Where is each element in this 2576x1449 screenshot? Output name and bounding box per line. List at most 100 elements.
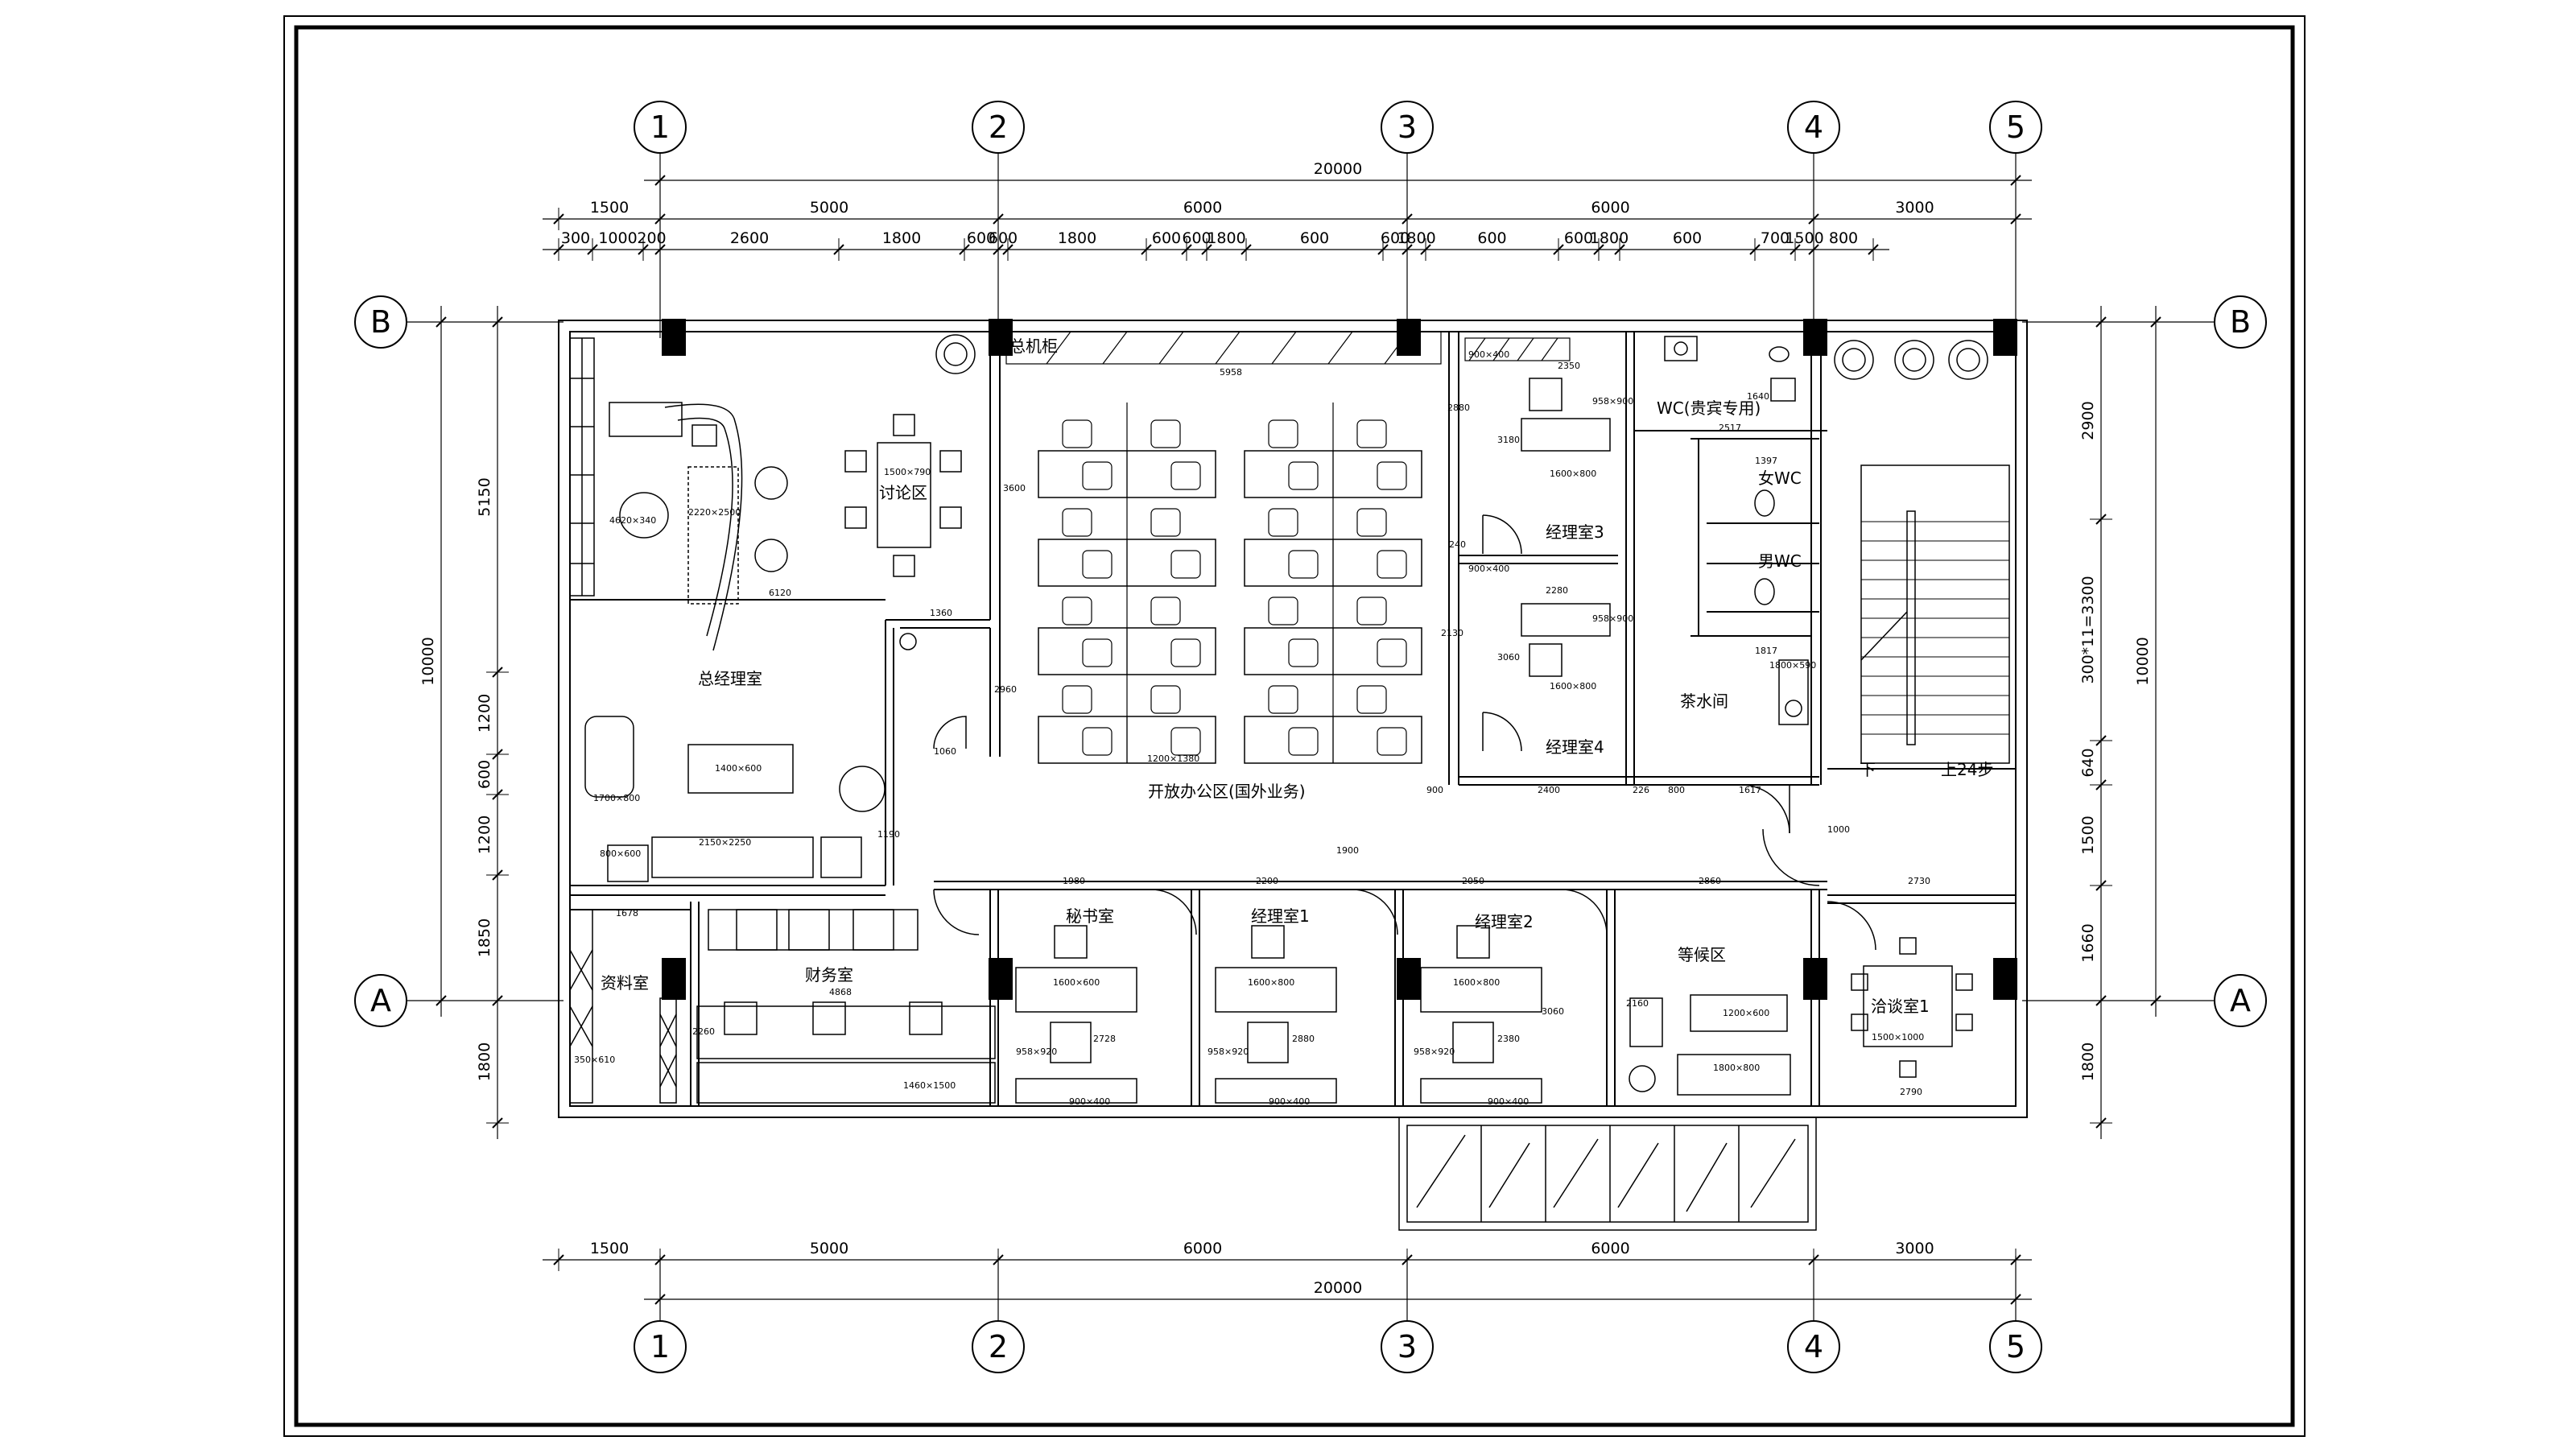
dim-left-parts-label: 1850 — [476, 919, 493, 957]
note-m3-desk: 1600×800 — [1550, 469, 1596, 479]
label-negotiation: 洽谈室1 — [1871, 997, 1930, 1016]
label-open-office: 开放办公区(国外业务) — [1148, 782, 1306, 801]
dimension-tick — [492, 749, 503, 760]
note-waiting-sofa: 1800×800 — [1713, 1063, 1760, 1073]
dim-right-parts-label: 640 — [2079, 748, 2097, 777]
dimension-tick — [1141, 244, 1152, 255]
dim-left-parts-label: 1200 — [476, 694, 493, 733]
dim-top-detail-label: 600 — [1477, 229, 1506, 247]
label-manager-1: 经理室1 — [1251, 906, 1310, 926]
office-chair — [1150, 597, 1181, 625]
dimension-tick — [1808, 1254, 1819, 1265]
dimension-tick — [2150, 316, 2161, 328]
label-secretary: 秘书室 — [1066, 906, 1114, 926]
office-chair — [1268, 685, 1298, 714]
note-dim-2200: 2200 — [1256, 876, 1278, 886]
workstation-clusters — [1038, 402, 1422, 764]
dimension-tick — [1553, 244, 1564, 255]
office-chair — [1356, 508, 1387, 537]
office-chair — [1268, 508, 1298, 537]
label-manager-2: 经理室2 — [1475, 912, 1534, 931]
note-m4-shelf: 900×400 — [1468, 564, 1509, 574]
office-chair — [1150, 685, 1181, 714]
dimension-tick — [436, 995, 447, 1006]
dimension-tick — [2095, 316, 2107, 328]
note-wc-1640: 1640 — [1747, 391, 1769, 402]
dim-left-total-label: 10000 — [419, 637, 437, 685]
label-manager-3: 经理室3 — [1546, 522, 1604, 542]
dimension-tick — [553, 244, 564, 255]
dim-top-detail-label: 1500 — [1785, 229, 1823, 247]
dim-bottom-bays-label: 3000 — [1895, 1240, 1934, 1257]
note-archive-w: 1678 — [616, 908, 638, 919]
dimension-tick — [1614, 244, 1625, 255]
dim-top-detail-label: 1000 — [598, 229, 637, 247]
note-gm-sofa: 1700×800 — [593, 793, 640, 803]
note-m2-desk: 1600×800 — [1453, 977, 1500, 988]
dimension-tick — [654, 213, 666, 225]
axis-label-A: A — [370, 983, 391, 1018]
dimension-tick — [1402, 213, 1413, 225]
column — [1993, 958, 2017, 1000]
dim-top-bays-label: 6000 — [1183, 199, 1222, 217]
dim-top-detail-label: 600 — [989, 229, 1018, 247]
note-gm-cabinet: 4620×340 — [609, 515, 656, 526]
note-m1-2880: 2880 — [1292, 1034, 1315, 1044]
label-manager-4: 经理室4 — [1546, 737, 1604, 757]
axis-label-3: 3 — [1397, 1329, 1417, 1364]
office-chair — [1377, 550, 1407, 579]
dimension-tick — [1402, 1254, 1413, 1265]
dim-right-parts-label: 300*11=3300 — [2079, 576, 2097, 683]
dim-top-detail-label: 600 — [1673, 229, 1702, 247]
dim-top-bays-label: 5000 — [810, 199, 848, 217]
label-waiting: 等候区 — [1678, 945, 1726, 964]
axis-label-B: B — [2230, 304, 2251, 340]
column — [1803, 958, 1827, 1000]
note-m1-chair: 958×920 — [1208, 1046, 1249, 1057]
note-wc-2517: 2517 — [1719, 423, 1741, 433]
note-dim-2400: 2400 — [1538, 785, 1560, 795]
axis-label-1: 1 — [650, 1329, 670, 1364]
axis-label-2: 2 — [989, 109, 1008, 145]
note-m1-cab: 900×400 — [1269, 1096, 1310, 1107]
wall-cabinets — [569, 337, 677, 1104]
dim-top-detail-label: 1800 — [1590, 229, 1629, 247]
note-discussion-table: 1500×790 — [884, 467, 931, 477]
dimension-tick — [492, 1117, 503, 1129]
dim-bottom-bays-label: 6000 — [1183, 1240, 1222, 1257]
office-chair — [1062, 597, 1092, 625]
dim-top-bays-label: 3000 — [1895, 199, 1934, 217]
dimension-tick — [1181, 244, 1192, 255]
label-female-wc: 女WC — [1758, 469, 1802, 488]
dim-top-detail-label: 1800 — [1397, 229, 1435, 247]
note-gm-side: 800×600 — [600, 848, 641, 859]
dim-top-detail-label: 600 — [1564, 229, 1593, 247]
dim-top-detail-label: 600 — [1152, 229, 1181, 247]
dim-top-bays-label: 6000 — [1591, 199, 1629, 217]
dimension-tick — [492, 869, 503, 881]
office-chair — [1082, 727, 1113, 756]
note-negotiation-table: 1500×1000 — [1872, 1032, 1924, 1042]
dimension-tick — [2095, 1117, 2107, 1129]
top-storage-hatching — [1005, 331, 1571, 365]
dim-top-detail-label: 800 — [1829, 229, 1858, 247]
dimension-tick — [1749, 244, 1761, 255]
note-m1-desk: 1600×800 — [1248, 977, 1294, 988]
dimension-tick — [654, 1254, 666, 1265]
column — [1803, 319, 1827, 356]
dimension-tick — [833, 244, 844, 255]
dim-top-detail-label: 600 — [967, 229, 996, 247]
dimension-tick — [2095, 995, 2107, 1006]
note-dim-2130: 2130 — [1441, 628, 1463, 638]
axis-label-5: 5 — [2006, 109, 2025, 145]
dim-left-parts-label: 5150 — [476, 477, 493, 516]
column — [1993, 319, 2017, 356]
note-open-office-width: 5958 — [1220, 367, 1242, 378]
dim-right-parts-label: 2900 — [2079, 401, 2097, 440]
dimension-tick — [2095, 880, 2107, 891]
note-tea-counter: 1800×590 — [1769, 660, 1816, 671]
dim-top-total-label: 20000 — [1314, 160, 1362, 178]
office-chair — [1150, 419, 1181, 448]
dim-bottom-bays-label: 6000 — [1591, 1240, 1629, 1257]
